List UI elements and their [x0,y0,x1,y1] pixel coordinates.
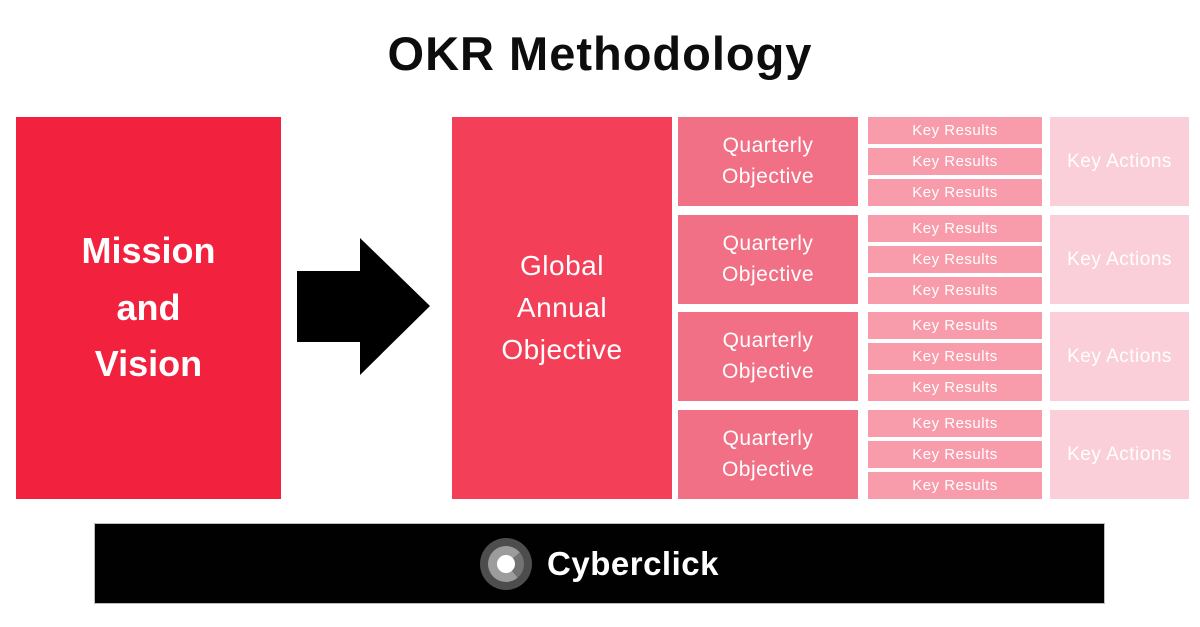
okr-row: Quarterly Objective Key Results Key Resu… [678,117,1189,206]
right-arrow-icon [297,238,430,375]
key-results-group: Key Results Key Results Key Results [868,215,1042,304]
quarterly-objective-label: Quarterly Objective [721,134,815,188]
key-actions-box: Key Actions [1050,410,1189,499]
key-actions-box: Key Actions [1050,117,1189,206]
global-annual-objective-label: Global Annual Objective [501,250,623,365]
key-results-bar: Key Results [868,179,1042,206]
quarterly-objective-label: Quarterly Objective [721,427,815,481]
quarterly-objective-box: Quarterly Objective [678,312,858,401]
quarterly-objective-label: Quarterly Objective [721,232,815,286]
okr-row: Quarterly Objective Key Results Key Resu… [678,312,1189,401]
key-results-bar: Key Results [868,343,1042,370]
quarterly-objective-box: Quarterly Objective [678,215,858,304]
brand-name: Cyberclick [547,544,719,582]
logo-center-dot [497,554,516,573]
key-results-bar: Key Results [868,117,1042,144]
key-results-group: Key Results Key Results Key Results [868,312,1042,401]
key-results-group: Key Results Key Results Key Results [868,117,1042,206]
quarterly-objective-label: Quarterly Objective [721,329,815,383]
key-results-bar: Key Results [868,374,1042,401]
mission-vision-label: Mission and Vision [81,229,216,385]
page-title: OKR Methodology [387,27,813,80]
key-actions-box: Key Actions [1050,312,1189,401]
key-results-bar: Key Results [868,472,1042,499]
okr-row: Quarterly Objective Key Results Key Resu… [678,410,1189,499]
cyberclick-logo-icon [480,537,533,590]
key-results-bar: Key Results [868,312,1042,339]
quarterly-objective-box: Quarterly Objective [678,117,858,206]
key-results-group: Key Results Key Results Key Results [868,410,1042,499]
key-results-bar: Key Results [868,277,1042,304]
global-annual-objective-box: Global Annual Objective [452,117,672,499]
key-results-bar: Key Results [868,246,1042,273]
key-results-bar: Key Results [868,410,1042,437]
key-results-bar: Key Results [868,441,1042,468]
footer-brand-bar: Cyberclick [94,523,1105,604]
quarterly-objective-box: Quarterly Objective [678,410,858,499]
key-results-bar: Key Results [868,148,1042,175]
key-actions-box: Key Actions [1050,215,1189,304]
key-results-bar: Key Results [868,215,1042,242]
mission-vision-box: Mission and Vision [16,117,281,499]
okr-row: Quarterly Objective Key Results Key Resu… [678,215,1189,304]
